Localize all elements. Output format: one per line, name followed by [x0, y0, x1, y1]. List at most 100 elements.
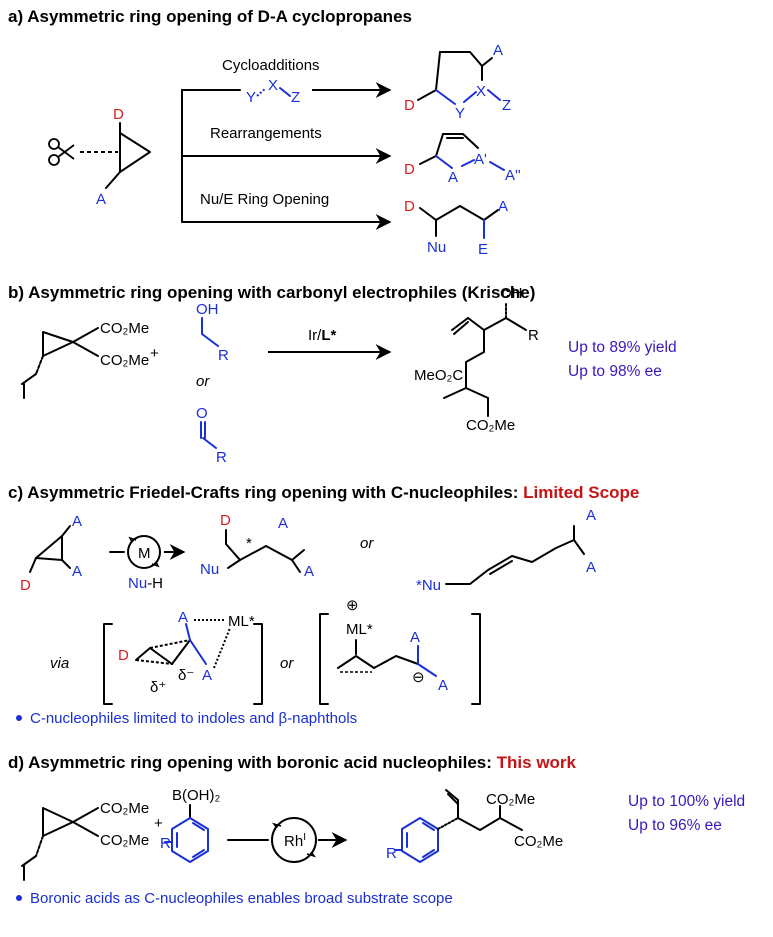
metal-label: M [138, 545, 151, 562]
ts2-plus: ⊕ [346, 597, 359, 614]
p2-a1: A [586, 507, 596, 524]
ester-bottom: CO₂Me [100, 352, 149, 369]
rp-d: D [404, 161, 415, 178]
section-b-title: b) Asymmetric ring opening with carbonyl… [8, 283, 535, 302]
aldehyde-o: O [196, 405, 208, 422]
cp-y: Y [455, 105, 465, 122]
ts1-d: D [118, 647, 129, 664]
vinylcyclopropane-d: CO₂Me CO₂Me [21, 800, 149, 881]
product-oh: OH [500, 285, 523, 302]
vinylcyclopropane-diester: CO₂Me CO₂Me [21, 320, 149, 399]
via-label: via [50, 655, 69, 672]
ts1-a2: A [202, 667, 212, 684]
section-d: d) Asymmetric ring opening with boronic … [8, 753, 745, 907]
product-r: R [528, 327, 539, 344]
ts2-minus: ⊖ [412, 669, 425, 686]
yield-d: Up to 100% yield [628, 793, 745, 810]
cyclopropane-c: A A D [20, 513, 82, 594]
plus-b: + [150, 345, 159, 362]
metal-catalyst-cycle: M Nu-H [109, 535, 186, 592]
bullet-d-text: Boronic acids as C-nucleophiles enables … [30, 890, 453, 907]
branch-rearrangements: Rearrangements [210, 125, 322, 142]
section-a: a) Asymmetric ring opening of D-A cyclop… [8, 7, 521, 258]
cp-z: Z [502, 97, 511, 114]
ts2-ml: ML* [346, 621, 373, 638]
p1-d: D [220, 512, 231, 529]
or-c2: or [280, 655, 294, 672]
rp-a-double-prime: A'' [505, 167, 521, 184]
dipole-reagent: Y X Z [246, 77, 300, 106]
rearrangement-product: D A A' A'' [404, 133, 521, 186]
reagent-y: Y [246, 89, 256, 106]
section-d-title: d) Asymmetric ring opening with boronic … [8, 753, 577, 772]
p2-a2: A [586, 559, 596, 576]
product-d-co2me-bottom: CO₂Me [514, 833, 563, 850]
product-d: R CO₂Me CO₂Me [386, 789, 563, 863]
p1-a2: A [304, 563, 314, 580]
branch-lines [181, 82, 392, 230]
c-a2: A [72, 563, 82, 580]
carbonyl-partners: OH R or O R [196, 301, 229, 466]
c-d: D [20, 577, 31, 594]
p2-nu: *Nu [416, 577, 441, 594]
ee-b: Up to 98% ee [568, 363, 662, 380]
section-b: b) Asymmetric ring opening with carbonyl… [8, 283, 677, 466]
scissors-icon [48, 138, 75, 166]
catalyst-b: Ir/L* [308, 327, 337, 344]
p1-star: * [246, 535, 252, 552]
d-ester-top: CO₂Me [100, 800, 149, 817]
da-cyclopropane: D A [96, 106, 151, 208]
section-c: c) Asymmetric Friedel-Crafts ring openin… [8, 483, 639, 727]
reagent-x: X [268, 77, 278, 94]
op-d: D [404, 198, 415, 215]
donor-label: D [113, 106, 124, 123]
alcohol-r: R [218, 347, 229, 364]
ester-top: CO₂Me [100, 320, 149, 337]
rp-a: A [448, 169, 458, 186]
c-a1: A [72, 513, 82, 530]
cp-a: A [493, 42, 503, 59]
or-c1: or [360, 535, 374, 552]
nucleophile-label: Nu-H [128, 575, 163, 592]
cycloaddition-product: A D Y X Z [404, 42, 511, 122]
product-b: OH R MeO₂C CO₂Me [414, 285, 539, 434]
cp-d: D [404, 97, 415, 114]
transition-state-2: ⊕ ML* A A ⊖ [319, 597, 481, 705]
ts1-delta-minus: δ⁻ [178, 667, 194, 684]
section-a-title: a) Asymmetric ring opening of D-A cyclop… [8, 7, 412, 26]
ee-d: Up to 96% ee [628, 817, 722, 834]
transition-state-1: D A A ML* δ⁺ δ⁻ [103, 609, 263, 705]
op-nu: Nu [427, 239, 446, 256]
section-c-title: c) Asymmetric Friedel-Crafts ring openin… [8, 483, 639, 502]
product-co2me: CO₂Me [466, 417, 515, 434]
ts1-a1: A [178, 609, 188, 626]
product-c2: *Nu A A [416, 507, 596, 594]
branch-ring-opening: Nu/E Ring Opening [200, 191, 329, 208]
op-a: A [498, 198, 508, 215]
bullet-d-icon [16, 895, 22, 901]
p1-nu: Nu [200, 561, 219, 578]
ts1-delta-plus: δ⁺ [150, 679, 166, 696]
p1-a1: A [278, 515, 288, 532]
arylboronic-acid: B(OH)₂ R [160, 787, 220, 863]
rp-a-prime: A' [474, 151, 487, 168]
reagent-z: Z [291, 89, 300, 106]
op-e: E [478, 241, 488, 258]
boronic-label: B(OH)₂ [172, 787, 220, 804]
branch-cycloadditions: Cycloadditions [222, 57, 320, 74]
product-d-r: R [386, 845, 397, 862]
plus-d: + [154, 815, 163, 832]
acceptor-label: A [96, 191, 106, 208]
product-meo2c: MeO₂C [414, 367, 463, 384]
alcohol-oh: OH [196, 301, 219, 318]
ring-opening-product: D A Nu E [404, 198, 508, 258]
bullet-c-text: C-nucleophiles limited to indoles and β-… [30, 710, 357, 727]
ts1-ml: ML* [228, 613, 255, 630]
ts2-a2: A [438, 677, 448, 694]
rhodium-catalyst-cycle: RhI [227, 817, 348, 863]
product-c1: D * A A Nu [200, 512, 314, 580]
yield-b: Up to 89% yield [568, 339, 677, 356]
aldehyde-r: R [216, 449, 227, 466]
rh-label: RhI [284, 832, 306, 850]
